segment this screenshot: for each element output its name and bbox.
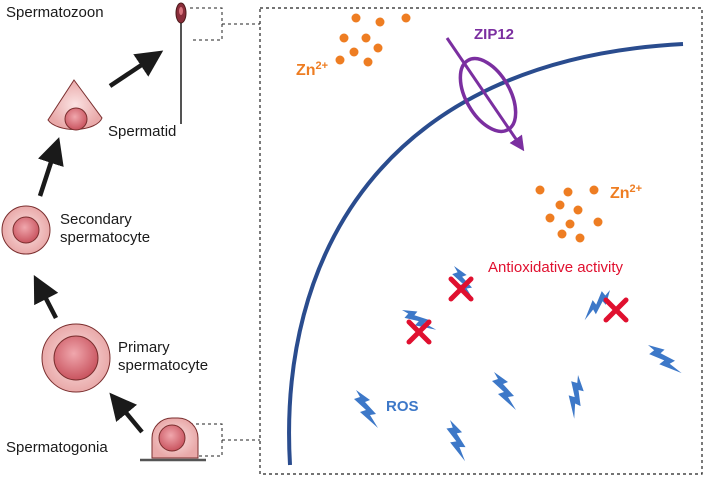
zinc-outside-base: Zn bbox=[296, 62, 316, 79]
zinc-ions-inside bbox=[535, 185, 603, 243]
label-primary-line1: Primary bbox=[118, 339, 170, 356]
zinc-inside-charge: 2+ bbox=[629, 183, 643, 195]
zinc-inside-base: Zn bbox=[610, 185, 630, 202]
zinc-ions-outside bbox=[335, 13, 411, 67]
spermatogonia-cell bbox=[140, 417, 206, 462]
label-secondary-line2: spermatocyte bbox=[60, 229, 151, 246]
arrow-spermatid-to-spermatozoon bbox=[108, 50, 164, 88]
label-zinc-outside: Zn2+ bbox=[296, 60, 328, 80]
label-ros: ROS bbox=[386, 398, 419, 415]
arrow-spermatogonia-to-primary bbox=[109, 392, 144, 434]
label-primary-spermatocyte: Primary spermatocyte bbox=[118, 339, 208, 375]
spermatozoon-connector-box bbox=[190, 7, 223, 41]
label-secondary-spermatocyte: Secondary spermatocyte bbox=[60, 211, 150, 247]
zinc-outside-charge: 2+ bbox=[315, 60, 329, 72]
label-antioxidative-activity: Antioxidative activity bbox=[488, 259, 624, 276]
label-spermatozoon: Spermatozoon bbox=[6, 4, 104, 21]
label-zinc-inside: Zn2+ bbox=[610, 183, 642, 203]
ros-bolts bbox=[354, 266, 682, 462]
primary-spermatocyte-cell bbox=[41, 323, 111, 393]
cell-membrane bbox=[287, 42, 684, 466]
arrow-secondary-to-spermatid bbox=[37, 137, 64, 197]
label-spermatogonia: Spermatogonia bbox=[6, 439, 108, 456]
antioxidative-block-marks bbox=[406, 276, 629, 345]
arrow-primary-to-secondary bbox=[33, 275, 59, 320]
secondary-spermatocyte-cell bbox=[1, 205, 51, 255]
zip12-transporter bbox=[445, 37, 525, 152]
label-primary-line2: spermatocyte bbox=[118, 357, 209, 374]
zoom-frame bbox=[259, 7, 703, 475]
spermatid-cell bbox=[47, 79, 103, 131]
label-secondary-line1: Secondary bbox=[60, 211, 132, 228]
spermatozoon-cell bbox=[175, 2, 187, 124]
label-spermatid: Spermatid bbox=[108, 123, 177, 140]
label-zip12: ZIP12 bbox=[474, 26, 515, 43]
